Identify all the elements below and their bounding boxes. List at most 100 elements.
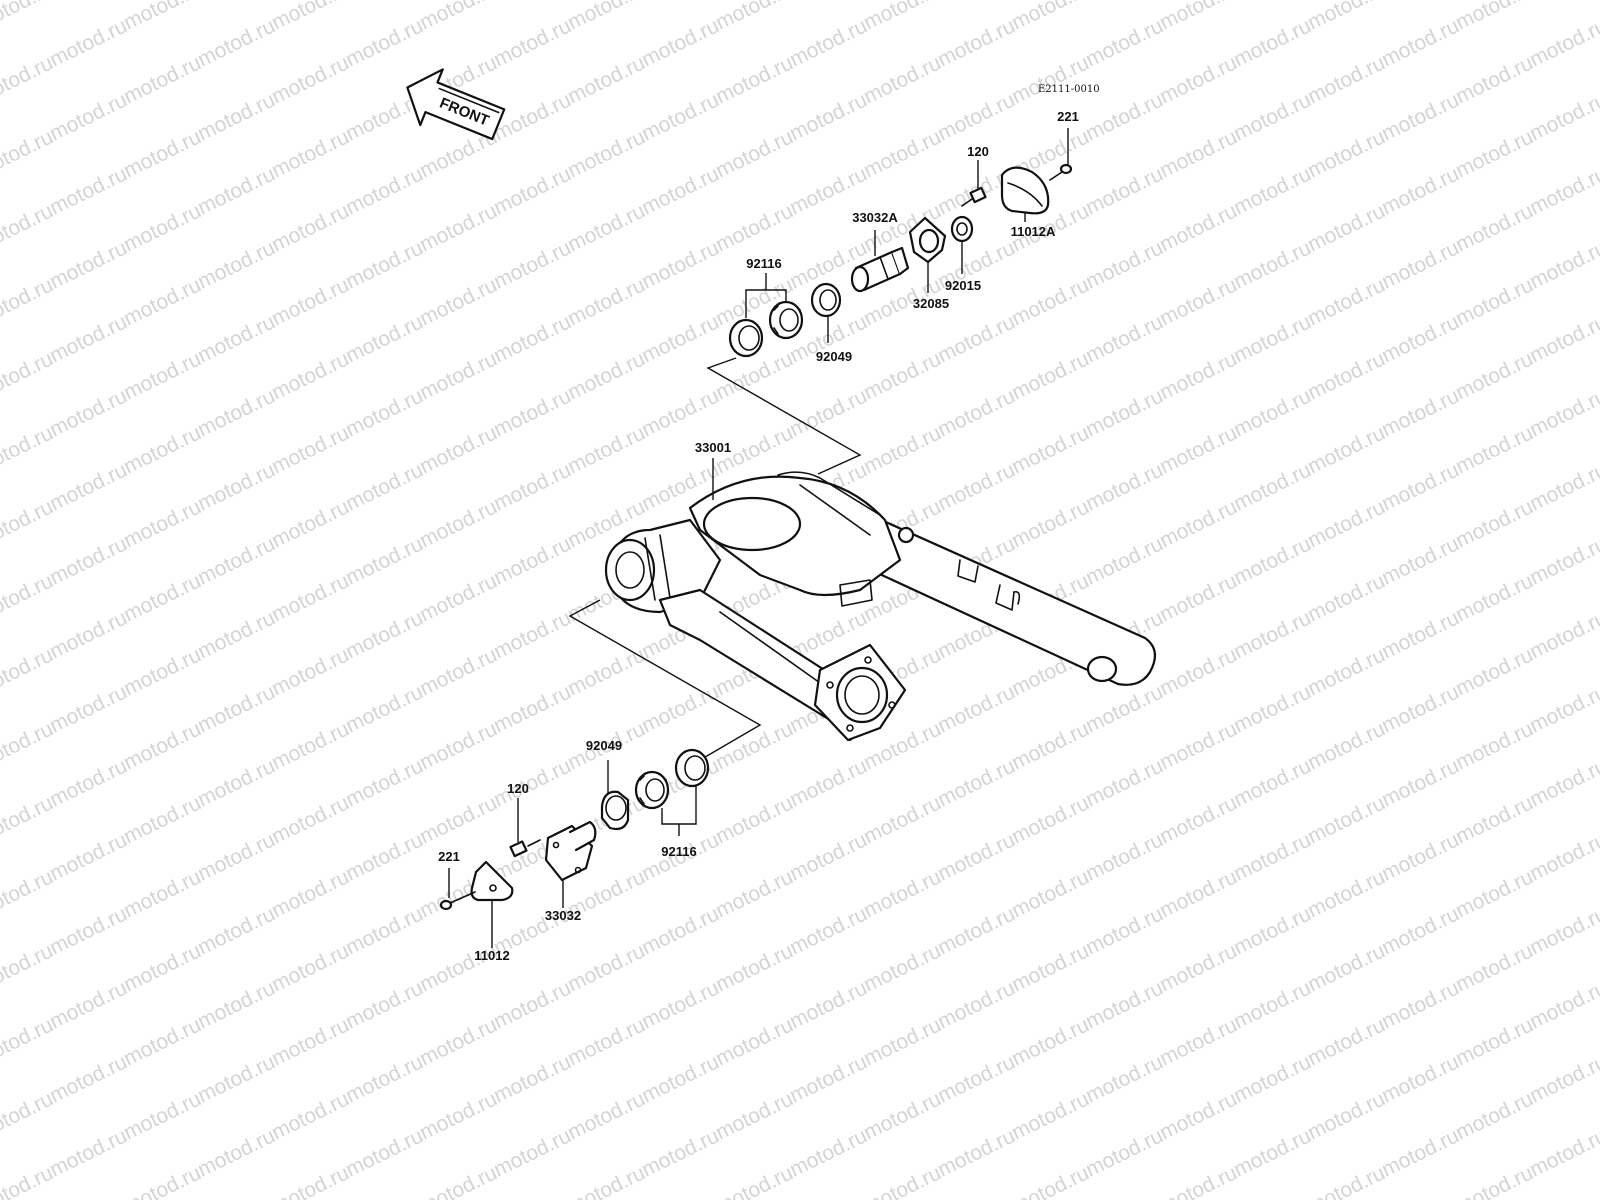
watermark-text: motod.ru	[1452, 347, 1537, 404]
watermark-text: motod.ru	[1008, 717, 1093, 774]
watermark-text: motod.ru	[1378, 14, 1463, 71]
watermark-text: motod.ru	[120, 421, 205, 478]
watermark-text: motod.ru	[1230, 458, 1315, 515]
watermark-text: motod.ru	[1156, 273, 1241, 330]
watermark-text: motod.ru	[712, 1087, 797, 1144]
watermark-text: motod.ru	[934, 976, 1019, 1033]
watermark-text: motod.ru	[1230, 606, 1315, 663]
washer-92015	[950, 215, 974, 243]
watermark-text: motod.ru	[120, 0, 205, 34]
watermark-text: motod.ru	[860, 0, 945, 34]
watermark-text: motod.ru	[786, 1124, 871, 1181]
watermark-text: motod.ru	[1156, 347, 1241, 404]
watermark-text: motod.ru	[194, 88, 279, 145]
watermark-text: motod.ru	[120, 939, 205, 996]
watermark-text: motod.ru	[194, 14, 279, 71]
watermark-text: motod.ru	[1452, 0, 1537, 34]
watermark-text: motod.ru	[194, 902, 279, 959]
watermark-text: motod.ru	[416, 199, 501, 256]
watermark-text: motod.ru	[786, 828, 871, 885]
watermark-text: motod.ru	[1378, 606, 1463, 663]
watermark-text: motod.ru	[564, 939, 649, 996]
watermark-text: motod.ru	[1008, 273, 1093, 330]
watermark-text: motod.ru	[0, 1087, 57, 1144]
watermark-text: motod.ru	[1156, 569, 1241, 626]
watermark-text: motod.ru	[860, 865, 945, 922]
bearing-92116-upper-b	[728, 318, 764, 358]
watermark-text: motod.ru	[1452, 717, 1537, 774]
watermark-text: motod.ru	[194, 1124, 279, 1181]
watermark-text: motod.ru	[342, 976, 427, 1033]
watermark-text: motod.ru	[1452, 51, 1537, 108]
watermark-text: motod.ru	[1082, 754, 1167, 811]
watermark-text: motod.ru	[490, 754, 575, 811]
label-32085: 32085	[913, 296, 949, 311]
watermark-text: motod.ru	[1156, 1013, 1241, 1070]
watermark-text: motod.ru	[1304, 1087, 1389, 1144]
watermark-text: motod.ru	[120, 125, 205, 182]
watermark-text: motod.ru	[860, 1087, 945, 1144]
label-11012: 11012	[474, 948, 509, 963]
watermark-text: motod.ru	[1378, 532, 1463, 589]
watermark-text: motod.ru	[1304, 1161, 1389, 1200]
watermark-text: motod.ru	[490, 14, 575, 71]
label-33032A: 33032A	[852, 210, 898, 225]
watermark-text: motod.ru	[1526, 902, 1600, 959]
watermark-text: motod.ru	[0, 643, 57, 700]
shaft-33032	[544, 820, 597, 882]
watermark-text: motod.ru	[1008, 495, 1093, 552]
watermark-text: motod.ru	[638, 1124, 723, 1181]
watermark-text: motod.ru	[934, 458, 1019, 515]
watermark-text: motod.ru	[860, 939, 945, 996]
watermark-text: motod.ru	[0, 347, 57, 404]
watermark-text: motod.ru	[564, 643, 649, 700]
watermark-text: motod.ru	[268, 199, 353, 256]
watermark-text: motod.ru	[490, 236, 575, 293]
watermark-text: motod.ru	[1082, 532, 1167, 589]
watermark-text: motod.ru	[1452, 939, 1537, 996]
watermark-text: motod.ru	[1378, 754, 1463, 811]
watermark-text: motod.ru	[934, 754, 1019, 811]
watermark-text: motod.ru	[268, 717, 353, 774]
watermark-text: motod.ru	[712, 125, 797, 182]
watermark-text: motod.ru	[712, 865, 797, 922]
watermark-text: motod.ru	[120, 1013, 205, 1070]
watermark-text: motod.ru	[194, 754, 279, 811]
watermark-text: motod.ru	[46, 162, 131, 219]
watermark-text: motod.ru	[1156, 495, 1241, 552]
watermark-text: motod.ru	[0, 717, 57, 774]
watermark-text: motod.ru	[1230, 1050, 1315, 1107]
watermark-text: motod.ru	[1304, 273, 1389, 330]
watermark-text: motod.ru	[120, 569, 205, 626]
watermark-text: motod.ru	[268, 495, 353, 552]
watermark-text: motod.ru	[860, 51, 945, 108]
watermark-text: motod.ru	[786, 754, 871, 811]
watermark-text: motod.ru	[1304, 1013, 1389, 1070]
watermark-text: motod.ru	[934, 902, 1019, 959]
watermark-text: motod.ru	[1304, 199, 1389, 256]
watermark-text: motod.ru	[1304, 125, 1389, 182]
label-92049-lower: 92049	[586, 738, 622, 753]
watermark-text: motod.ru	[194, 384, 279, 441]
watermark-text: motod.ru	[1082, 680, 1167, 737]
watermark-text: motod.ru	[416, 717, 501, 774]
watermark-text: motod.ru	[416, 643, 501, 700]
watermark-text: motod.ru	[1156, 0, 1241, 34]
watermark-text: motod.ru	[1304, 495, 1389, 552]
watermark-text: motod.ru	[1082, 236, 1167, 293]
watermark-text: motod.ru	[120, 1087, 205, 1144]
watermark-text: motod.ru	[0, 125, 57, 182]
watermark-text: motod.ru	[268, 421, 353, 478]
watermark-text: motod.ru	[1008, 865, 1093, 922]
watermark-text: motod.ru	[1526, 88, 1600, 145]
watermark-text: motod.ru	[638, 162, 723, 219]
watermark-text: motod.ru	[1526, 1124, 1600, 1181]
bolt-120-lower	[509, 839, 541, 858]
watermark-text: motod.ru	[268, 791, 353, 848]
watermark-text: motod.ru	[1378, 162, 1463, 219]
label-92015: 92015	[945, 278, 981, 293]
watermark-text: motod.ru	[416, 791, 501, 848]
watermark-text: motod.ru	[268, 1013, 353, 1070]
watermark-text: motod.ru	[120, 643, 205, 700]
watermark-text: motod.ru	[0, 791, 57, 848]
